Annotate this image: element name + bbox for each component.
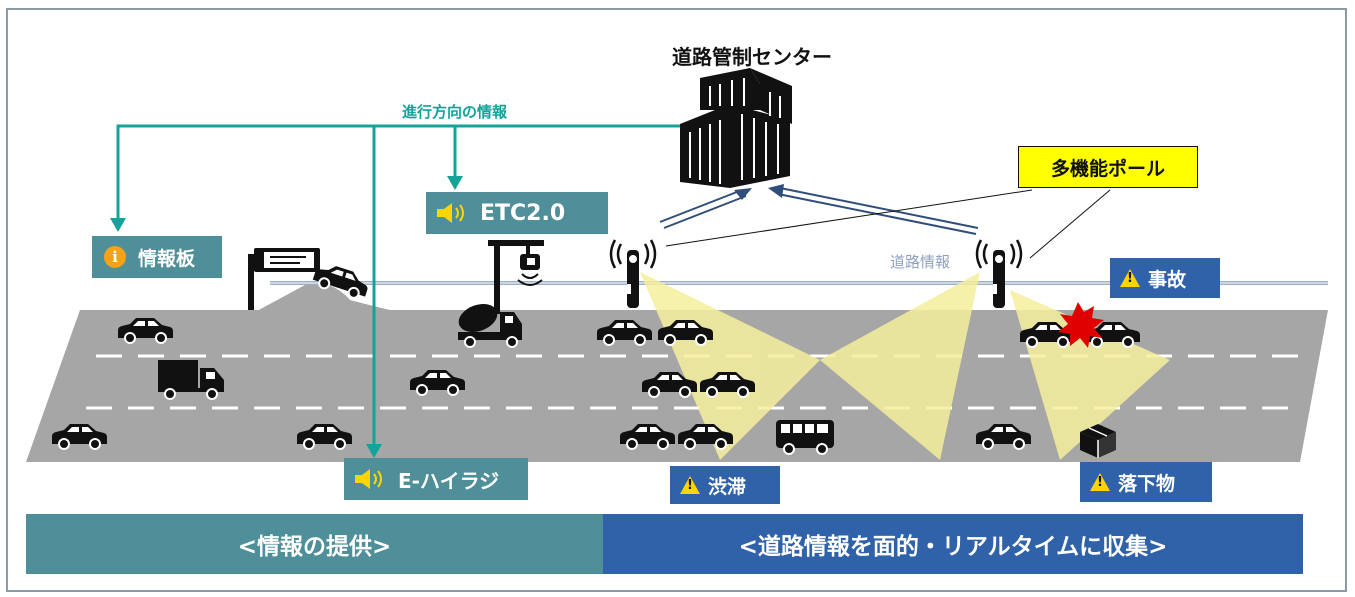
info-flow-arrows <box>116 124 680 448</box>
accident-label: 事故 <box>1110 258 1220 298</box>
ehighway-text: E-ハイラジ <box>398 468 500 493</box>
box-icon <box>1080 424 1116 458</box>
jam-text: 渋滞 <box>708 475 747 498</box>
flow-label: 進行方向の情報 <box>402 102 508 121</box>
warning-icon <box>1090 473 1110 491</box>
ehighway-label: E-ハイラジ <box>344 458 528 500</box>
mixer-truck-icon <box>458 303 522 348</box>
callout-leaders <box>665 189 1111 259</box>
info-board-label: i 情報板 <box>92 236 222 278</box>
road-info-label: 道路情報 <box>890 252 951 271</box>
sign-board-icon <box>248 248 320 310</box>
speaker-icon <box>355 469 382 489</box>
footer-left-banner: <情報の提供> <box>26 514 603 574</box>
arrow-heads <box>110 176 463 458</box>
etc-label: ETC2.0 <box>426 192 608 234</box>
speaker-icon <box>437 203 464 223</box>
on-ramp <box>255 283 400 312</box>
building-icon <box>680 68 792 188</box>
pole-icon <box>609 238 657 310</box>
info-icon: i <box>104 246 126 268</box>
accident-text: 事故 <box>1148 268 1187 291</box>
upload-arrows <box>659 184 979 235</box>
jam-label: 渋滞 <box>670 466 780 504</box>
footer-right-banner: <道路情報を面的・リアルタイムに収集> <box>603 514 1303 574</box>
diagram-frame <box>6 8 1347 592</box>
collision-icon <box>1058 302 1104 348</box>
warning-icon <box>680 476 700 494</box>
fallen-object-label: 落下物 <box>1080 462 1212 502</box>
etc-text: ETC2.0 <box>480 200 566 226</box>
etc-gantry-icon <box>488 240 544 314</box>
warning-icon <box>1120 269 1140 287</box>
fallen-text: 落下物 <box>1118 472 1176 495</box>
page-title: 道路管制センター <box>672 44 832 69</box>
pole-callout: 多機能ポール <box>1018 146 1198 188</box>
info-board-text: 情報板 <box>138 247 196 270</box>
